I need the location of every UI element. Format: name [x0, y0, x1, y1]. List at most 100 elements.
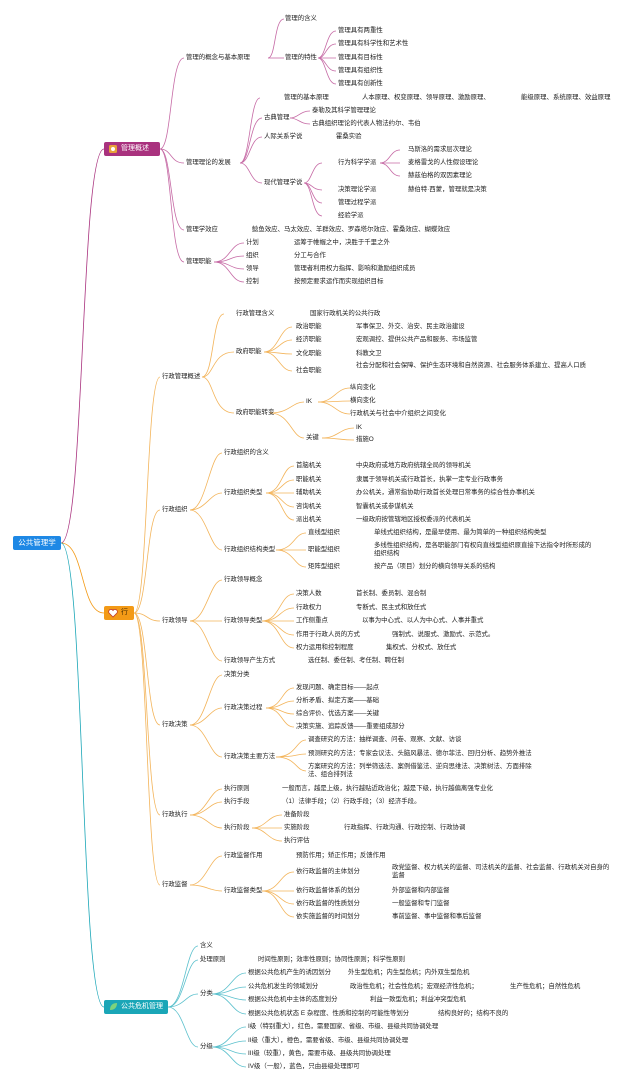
node-func-key[interactable]: 社会职能 [296, 367, 322, 374]
node-org-type-val[interactable]: 隶属于领导机关或行政首长，执掌一定专业行政事务 [356, 476, 503, 483]
node-func-change[interactable]: 政府职能转变 [236, 409, 275, 416]
node-lead-val[interactable]: 集权式、分权式、放任式 [386, 644, 457, 651]
node-sup-nature-v[interactable]: 一般监督和专门监督 [392, 900, 450, 907]
node-trait[interactable]: 管理具有组织性 [338, 67, 383, 74]
node-crisis-c4-v[interactable]: 结构良好的；结构不良的 [438, 1010, 509, 1017]
node-ik[interactable]: IK [306, 398, 313, 405]
node-crisis-meaning[interactable]: 含义 [200, 942, 213, 949]
node-sup-role[interactable]: 行政监督作用 [224, 852, 263, 859]
node-org-type-key[interactable]: 首脑机关 [296, 462, 322, 469]
node-impl[interactable]: 实施阶段 [284, 824, 310, 831]
node-admin-meaning-v[interactable]: 国家行政机关的公共行政 [310, 310, 381, 317]
node-meaning[interactable]: 管理的含义 [285, 15, 317, 22]
node-theory-dev[interactable]: 管理理论的发展 [186, 159, 231, 166]
node-exec-means-v[interactable]: （1）法律手段；（2）行政手段；（3）经济手段。 [282, 798, 421, 805]
node-org-meaning[interactable]: 行政组织的含义 [224, 449, 269, 456]
node-sup-role-v[interactable]: 预防作用；矫正作用；反馈作用 [296, 852, 386, 859]
node-human[interactable]: 人际关系学说 [264, 133, 303, 140]
node-herzberg[interactable]: 赫兹伯格的双因素理论 [408, 172, 472, 179]
node-bp-items[interactable]: 人本原理、权变原理、领导原理、激励原理、 [362, 94, 490, 101]
node-gov-func[interactable]: 政府职能 [236, 348, 262, 355]
node-org-type-key[interactable]: 辅助机关 [296, 489, 322, 496]
node-leader[interactable]: 行政领导 [162, 617, 188, 624]
node-fn-key[interactable]: 组织 [246, 252, 259, 259]
node-trait[interactable]: 管理具有创新性 [338, 80, 383, 87]
node-crisis-c3[interactable]: 根据公共危机中主体的态度划分 [248, 996, 338, 1003]
node-trait[interactable]: 管理具有两重性 [338, 27, 383, 34]
node-crisis-principle-v[interactable]: 时间性原则；效率性原则；协同性原则；科学性原则 [258, 956, 405, 963]
node-org-type-key[interactable]: 职能机关 [296, 476, 322, 483]
node-lead-key[interactable]: 决策人数 [296, 590, 322, 597]
node-basic-principle[interactable]: 管理的基本原理 [284, 94, 329, 101]
node-crisis-c4[interactable]: 根据公共危机状态 E 杂程度、性质和控制的可能性等划分 [248, 1010, 410, 1017]
node-crisis-level-item[interactable]: III级（较重），黄色，需要市级、县级共同协调处理 [248, 1050, 391, 1057]
node-crisis-c2-v[interactable]: 政治性危机；社会性危机；宏观经济性危机； [350, 983, 478, 990]
node-effect-items[interactable]: 鲶鱼效应、马太效应、羊群效应、罗森塔尔效应、霍桑效应、蝴蝶效应 [252, 226, 451, 233]
node-org-type-val[interactable]: 中央政府或地方政府统辖全局的领导机关 [356, 462, 472, 469]
node-org-type-key[interactable]: 派出机关 [296, 516, 322, 523]
node-sup-subject[interactable]: 依行政监督的主体划分 [296, 868, 360, 875]
node-lead-gen[interactable]: 行政领导产生方式 [224, 657, 276, 664]
node-trait[interactable]: 管理具有目标性 [338, 54, 383, 61]
node-decision-school[interactable]: 决策理论学派 [338, 186, 377, 193]
node-dec-step[interactable]: 决策实施、追踪反馈——重要组成部分 [296, 723, 405, 730]
node-lead-key[interactable]: 权力运用和控制程度 [296, 644, 354, 651]
node-func-key[interactable]: 政治职能 [296, 323, 322, 330]
node-lead-key[interactable]: 工作侧重点 [296, 617, 328, 624]
node-functional-v[interactable]: 多线性组织结构，是各职能部门有权向直线型组织原直接下达指令时所形成的组织结构 [374, 542, 592, 557]
node-classic[interactable]: 古典管理 [264, 114, 290, 121]
node-sup-types[interactable]: 行政监督类型 [224, 887, 263, 894]
node-sup-system[interactable]: 依行政监督体系的划分 [296, 887, 360, 894]
node-func-key[interactable]: 文化职能 [296, 350, 322, 357]
node-org-type-val[interactable]: 智囊机关或参谋机关 [356, 503, 414, 510]
node-fn-val[interactable]: 管理者利用权力指挥、影响和激励组织成员 [294, 265, 416, 272]
branch-public-crisis[interactable]: 公共危机管理 [104, 1000, 168, 1014]
node-dec-step[interactable]: 分析矛盾、拟定方案——基础 [296, 697, 380, 704]
node-dec-step[interactable]: 发现问题、确定目标——起点 [296, 684, 380, 691]
node-matrix[interactable]: 矩阵型组织 [308, 563, 340, 570]
node-org[interactable]: 行政组织 [162, 506, 188, 513]
node-crisis-level-item[interactable]: I级（特别重大），红色，需要国家、省级、市级、县级共同协调处理 [248, 1023, 439, 1030]
node-dec-class[interactable]: 决策分类 [224, 671, 250, 678]
node-mcgregor[interactable]: 麦格雷戈的人性假设理论 [408, 159, 479, 166]
node-func-val[interactable]: 宏观调控、提供公共产品和服务、市场监管 [356, 336, 478, 343]
node-org-struct[interactable]: 行政组织结构类型 [224, 546, 276, 553]
node-prep[interactable]: 准备阶段 [284, 811, 310, 818]
node-supervise[interactable]: 行政监督 [162, 881, 188, 888]
node-exec[interactable]: 行政执行 [162, 811, 188, 818]
node-lead-gen-v[interactable]: 选任制、委任制、考任制、聘任制 [308, 657, 404, 664]
node-sup-system-v[interactable]: 外部监督和内部监督 [392, 887, 450, 894]
node-dec-step[interactable]: 综合评价、优选方案——关键 [296, 710, 380, 717]
node-fn-key[interactable]: 计划 [246, 239, 259, 246]
node-eval[interactable]: 执行评估 [284, 837, 310, 844]
node-fn-val[interactable]: 按预定要求运作而实现组织目标 [294, 278, 384, 285]
branch-management-overview[interactable]: 管理概述 [104, 142, 160, 156]
node-crisis-c3-v[interactable]: 利益一致型危机；利益冲突型危机 [370, 996, 466, 1003]
node-dec-method[interactable]: 调查研究的方法：抽样调查、问卷、观察、文献、访谈 [308, 736, 462, 743]
node-exec-principle-v[interactable]: 一般而言，越是上级，执行越贴近政治化；越是下级，执行越偏离强专业化 [282, 785, 493, 792]
node-relation[interactable]: 行政机关与社会中介组织之间变化 [350, 410, 446, 417]
node-crisis-level[interactable]: 分级 [200, 1043, 213, 1050]
node-taylor[interactable]: 泰勒及其科学管理理论 [312, 107, 376, 114]
node-crisis-c1-v[interactable]: 外生型危机；内生型危机；内外双生型危机 [348, 969, 470, 976]
node-dec-method[interactable]: 预测研究的方法：专家会议法、头脑风暴法、德尔菲法、回归分析、趋势外推法 [308, 750, 532, 757]
node-crisis-c2[interactable]: 公共危机发生的领域划分 [248, 983, 319, 990]
node-hawthorne[interactable]: 霍桑实验 [336, 133, 362, 140]
node-process[interactable]: 管理过程学派 [338, 199, 377, 206]
node-horizontal[interactable]: 纵向变化 [350, 384, 376, 391]
node-vertical[interactable]: 横向变化 [350, 397, 376, 404]
node-crisis-principle[interactable]: 处理原则 [200, 956, 226, 963]
node-sup-time-v[interactable]: 事前监督、事中监督和事后监督 [392, 913, 482, 920]
node-fn-val[interactable]: 分工与合作 [294, 252, 326, 259]
node-maslow[interactable]: 马斯洛的需求层次理论 [408, 146, 472, 153]
node-line-v[interactable]: 单线式组织结构，是最早使用、最为简单的一种组织结构类型 [374, 529, 547, 536]
node-sup-time[interactable]: 依实施监督的时间划分 [296, 913, 360, 920]
node-trait[interactable]: 管理具有科学性和艺术性 [338, 40, 409, 47]
node-crisis-c2-v2[interactable]: 生产性危机；自然性危机 [510, 983, 581, 990]
node-dec-method[interactable]: 方案研究的方法：列举筛选法、案例借鉴法、逆向思维法、决策树法、方面排除法、组合排… [308, 763, 532, 778]
node-func-key[interactable]: 经济职能 [296, 336, 322, 343]
branch-administration[interactable]: 行 [104, 606, 134, 620]
node-lead-types[interactable]: 行政领导类型 [224, 617, 263, 624]
node-lead-val[interactable]: 首长制、委员制、混合制 [356, 590, 427, 597]
node-org-type-val[interactable]: 一级政府按管辖地区授权委派的代表机关 [356, 516, 472, 523]
